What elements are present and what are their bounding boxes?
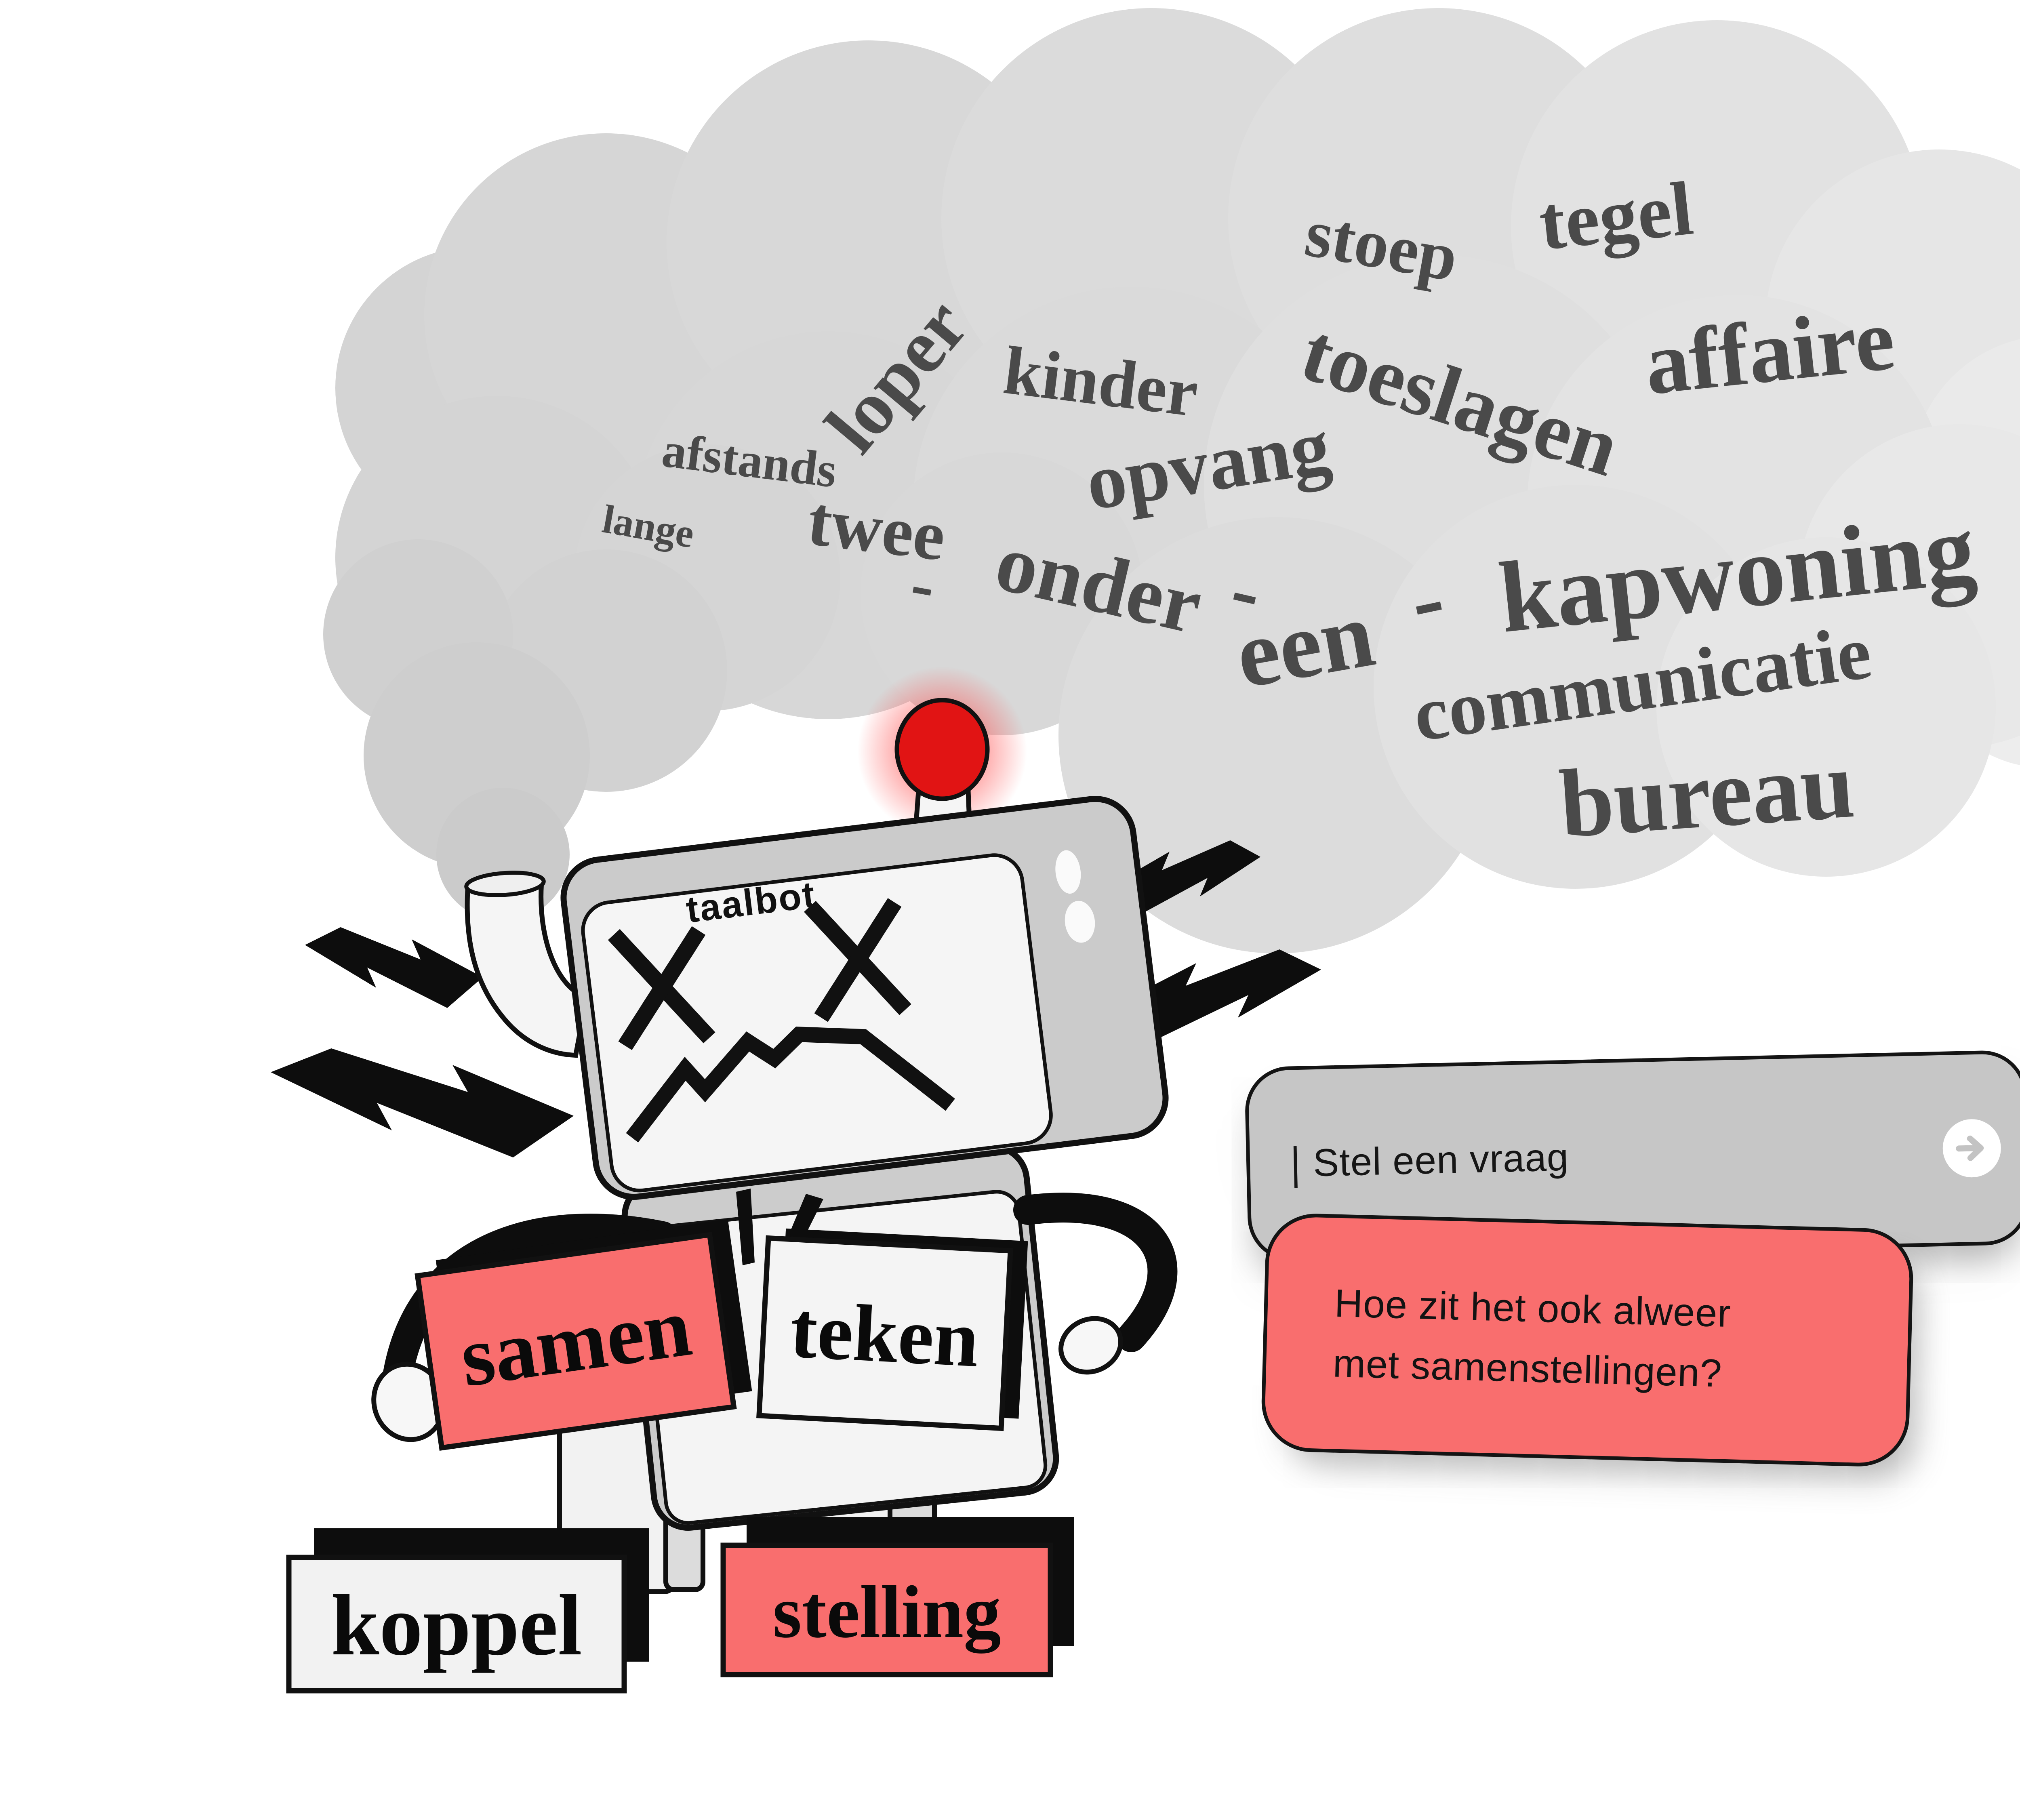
dead-eye-left-icon (608, 926, 715, 1050)
arrow-right-icon (1956, 1135, 1984, 1161)
robot-head: taalbot (560, 795, 1169, 1200)
cloud-puff (1656, 537, 1996, 877)
smoke-pipe (464, 871, 589, 1058)
message-line: Hoe zit het ook alweer (1334, 1281, 1732, 1336)
word-block-stelling: stelling (720, 1517, 1074, 1677)
input-placeholder: | Stel een vraag (1290, 1135, 1569, 1189)
shock-bolt-icon (1109, 840, 1260, 915)
question-message-bubble: Hoe zit het ook alweer met samenstelling… (1260, 1212, 1915, 1468)
message-line: met samenstellingen? (1332, 1341, 1723, 1395)
send-button[interactable] (1942, 1118, 2002, 1178)
head-side-dot (1055, 850, 1081, 894)
robot-hand-right (1058, 1316, 1123, 1375)
word-block-teken: teken (756, 1228, 1028, 1431)
robot-arm-right (1013, 1193, 1178, 1352)
worried-zigzag-mouth-icon (626, 1027, 955, 1142)
svg-text:koppel: koppel (331, 1577, 582, 1673)
antenna-bulb-icon (894, 698, 990, 801)
dead-eye-right-icon (804, 898, 911, 1022)
watermark-letter-g: g (2014, 1147, 2020, 1786)
shock-bolt-icon (1113, 949, 1321, 1040)
robot-arm-left (383, 1214, 678, 1389)
word-block-koppel: koppel (286, 1528, 649, 1694)
head-side-dot (1065, 901, 1095, 943)
svg-text:teken: teken (788, 1285, 981, 1384)
shock-bolt-icon (305, 927, 483, 1008)
svg-text:stelling: stelling (772, 1571, 1001, 1654)
crack-mark-icon (736, 1189, 755, 1265)
text-cursor: | (1290, 1138, 1302, 1189)
antenna (857, 667, 1027, 857)
word-block-samen: samen (415, 1219, 752, 1451)
question-input[interactable]: | Stel een vraag (1244, 1050, 2020, 1262)
shock-bolt-icon (271, 1048, 574, 1157)
